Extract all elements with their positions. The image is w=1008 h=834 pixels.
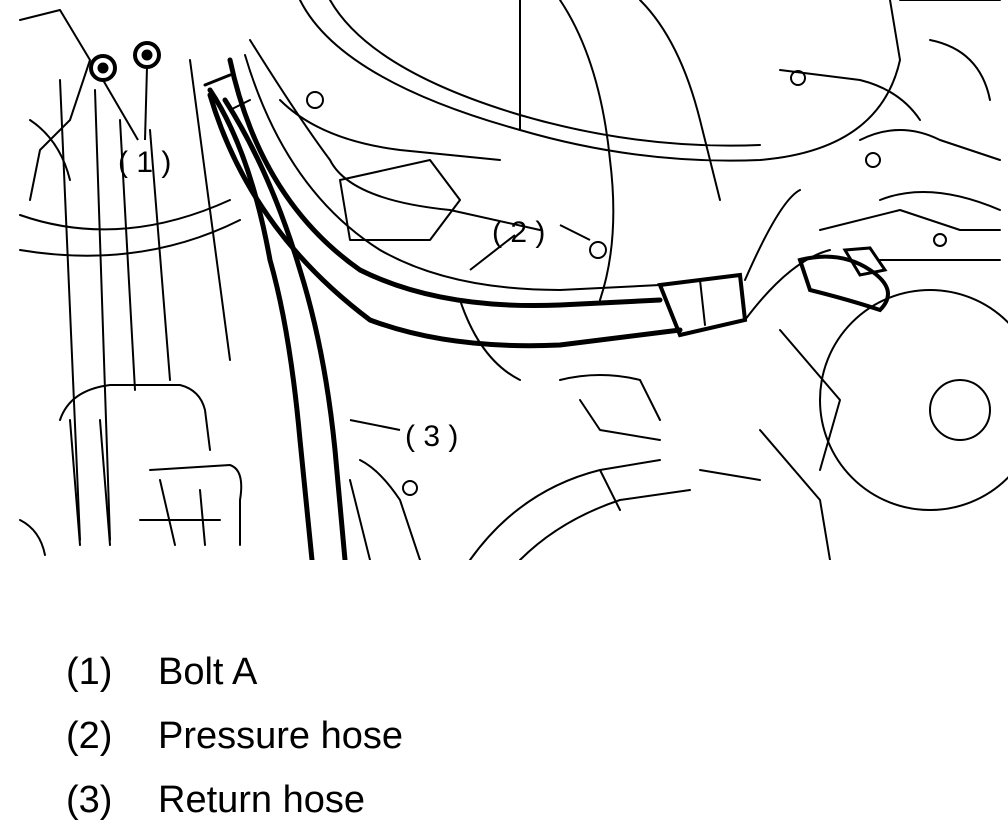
legend-label: Bolt A (158, 651, 258, 693)
small-details (306, 70, 947, 496)
legend-row-2: (2) Pressure hose (66, 704, 766, 768)
engine-bay-illustration: ( 1 ) ( 2 ) ( 3 ) (19, 0, 1008, 560)
legend-row-1: (1) Bolt A (66, 640, 766, 704)
callout-2-label: ( 2 ) (492, 216, 545, 249)
callout-2-leader (469, 234, 516, 271)
callout-3-leader (349, 419, 401, 431)
legend-number: (1) (66, 651, 113, 693)
lower-middle-components (349, 299, 831, 560)
callout-1-label: ( 1 ) (118, 146, 171, 179)
legend-label: Return hose (158, 779, 366, 821)
legend-number: (2) (66, 715, 113, 757)
right-side-components (779, 129, 1008, 511)
pressure-hose (207, 54, 890, 349)
legend-number: (3) (66, 779, 113, 821)
lower-left-bracket (19, 384, 243, 556)
callout-2-leader-b (559, 224, 591, 241)
bolt-a (89, 41, 161, 141)
legend-label: Pressure hose (158, 715, 404, 757)
return-hose (203, 73, 348, 560)
legend: (1) Bolt A (2) Pressure hose (3) Return … (66, 640, 766, 832)
callout-3-label: ( 3 ) (405, 420, 458, 453)
left-frame-lines (19, 9, 241, 541)
legend-row-3: (3) Return hose (66, 768, 766, 832)
upper-background-shapes (249, 0, 1001, 301)
